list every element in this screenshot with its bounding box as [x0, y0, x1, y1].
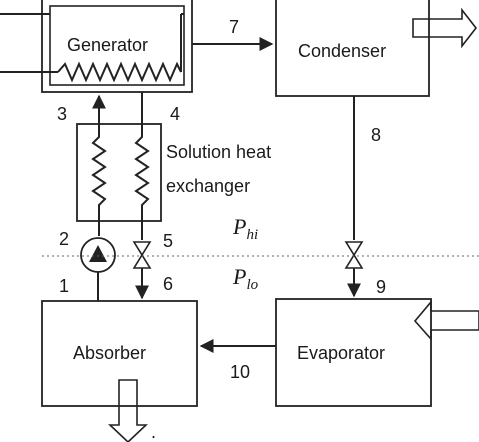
state-label-4: 4 — [170, 104, 180, 124]
solution-pump — [80, 237, 116, 273]
shx-label-line2: exchanger — [166, 176, 250, 196]
footnote-dot: . — [151, 422, 156, 442]
state-label-8: 8 — [371, 125, 381, 145]
expansion-valve-solution — [132, 241, 152, 269]
condenser-label: Condenser — [298, 41, 386, 61]
shx-label-line1: Solution heat — [166, 142, 271, 162]
generator-block: Generator — [0, 0, 193, 93]
state-label-6: 6 — [163, 274, 173, 294]
expansion-valve-refrigerant — [344, 241, 364, 269]
condenser-block: Condenser — [275, 0, 478, 97]
heat-out-arrow-icon — [412, 7, 478, 49]
evaporator-label: Evaporator — [297, 343, 385, 363]
pressure-high-label: Phi — [232, 214, 258, 243]
state-label-9: 9 — [376, 277, 386, 297]
state-label-3: 3 — [57, 104, 67, 124]
absorber-block: Absorber — [41, 300, 198, 442]
state-label-5: 5 — [163, 231, 173, 251]
generator-label: Generator — [67, 35, 148, 55]
state-label-10: 10 — [230, 362, 250, 382]
state-label-1: 1 — [59, 276, 69, 296]
absorber-label: Absorber — [73, 343, 146, 363]
heat-out-down-arrow-icon — [107, 379, 149, 442]
heat-in-arrow-icon — [413, 299, 479, 342]
state-label-2: 2 — [59, 229, 69, 249]
solution-heat-exchanger: Solution heat exchanger — [76, 123, 271, 222]
state-label-7: 7 — [229, 17, 239, 37]
pressure-low-label: Plo — [232, 264, 259, 293]
evaporator-block: Evaporator — [275, 298, 479, 407]
